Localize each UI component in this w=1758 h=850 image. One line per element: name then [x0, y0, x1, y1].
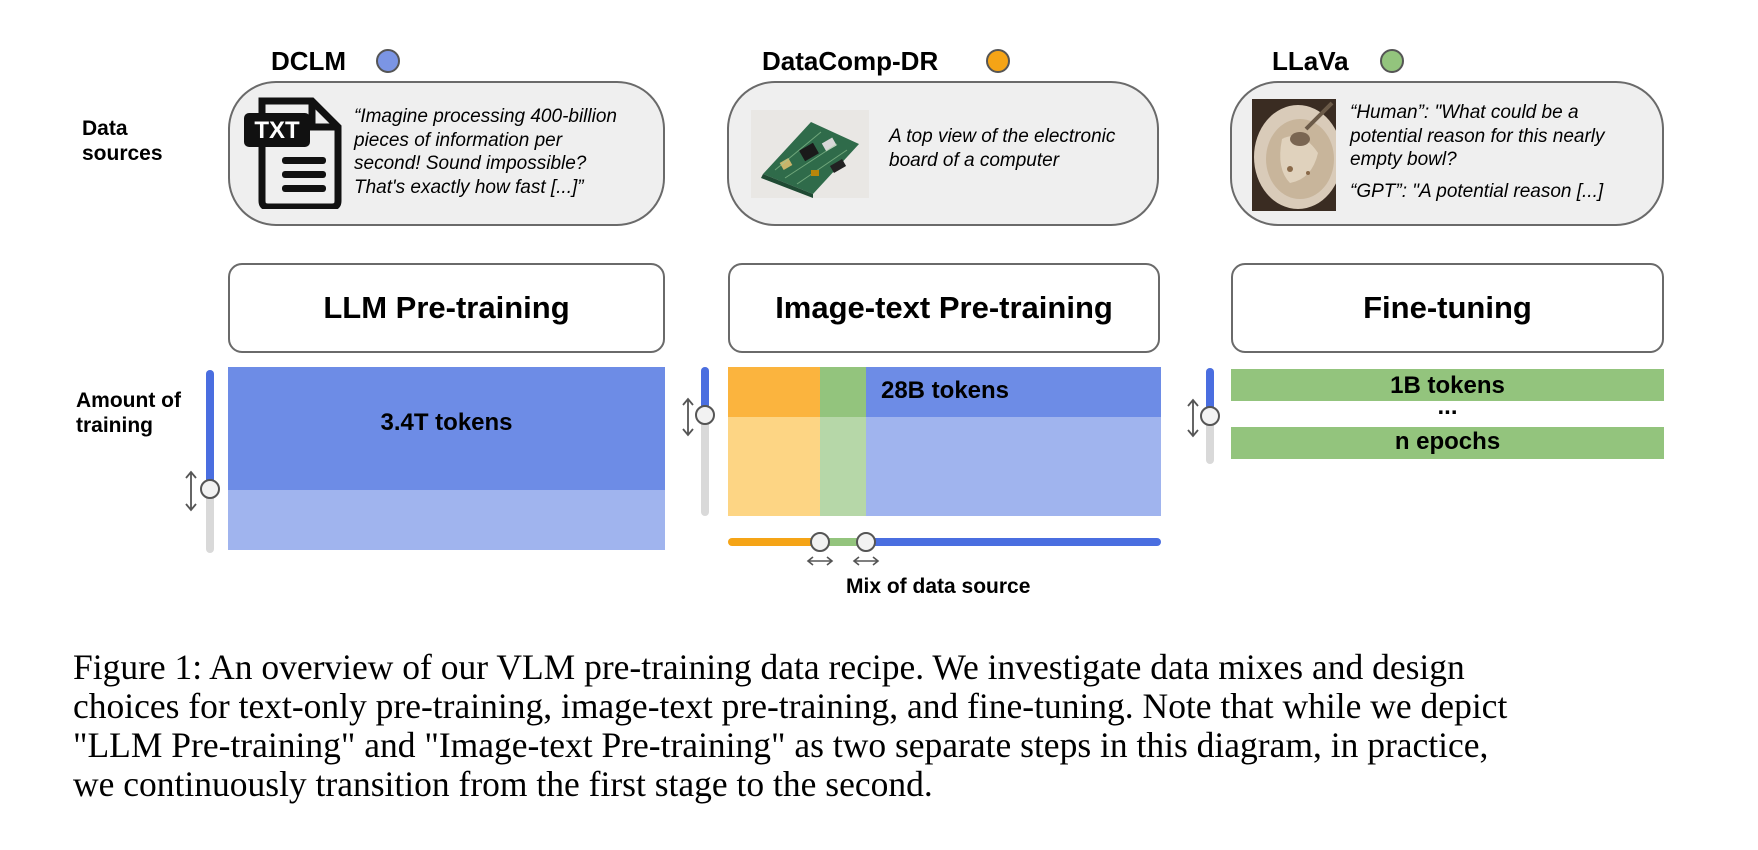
- mix-slider-handle-1[interactable]: [810, 532, 830, 552]
- datacomp-mix-segment: [728, 367, 820, 516]
- data-sources-label: Data sources: [82, 117, 163, 165]
- vertical-arrow-icon: [1187, 398, 1199, 438]
- mix-of-data-source-label: Mix of data source: [846, 575, 1031, 598]
- svg-text:TXT: TXT: [254, 117, 300, 144]
- amount-label-finetune-epochs: n epochs: [1394, 428, 1501, 455]
- training-slider-handle[interactable]: [1200, 406, 1220, 426]
- figure-caption: Figure 1: An overview of our VLM pre-tra…: [73, 647, 1508, 804]
- amount-label-finetune-tokens: 1B tokens: [1390, 372, 1505, 399]
- training-slider-handle[interactable]: [695, 405, 715, 425]
- datacomp-example-bubble: A top view of the electronic board of a …: [727, 81, 1159, 226]
- amount-label-finetune-ellipsis: ...: [1437, 393, 1458, 420]
- training-slider-fill: [701, 367, 709, 415]
- stage-fine-tuning: Fine-tuning: [1231, 263, 1664, 353]
- training-slider-fill: [1206, 368, 1214, 415]
- llava-example-text: “Human”: "What could be a potential reas…: [1350, 102, 1605, 202]
- mix-slider-blue: [866, 538, 1161, 546]
- source-title-dclm: DCLM: [271, 46, 347, 76]
- datacomp-example-text: A top view of the electronic board of a …: [889, 126, 1116, 171]
- llava-color-dot: [1380, 49, 1404, 73]
- mix-slider-handle-2[interactable]: [856, 532, 876, 552]
- dclm-example-text: “Imagine processing 400-billion pieces o…: [354, 106, 617, 198]
- vertical-arrow-icon: [185, 470, 197, 512]
- training-slider-fill: [206, 370, 214, 488]
- dclm-amount-bar-filled: [228, 367, 665, 490]
- dclm-example-bubble: TXT “Imagine processing 400-billion piec…: [228, 81, 665, 226]
- vertical-arrow-icon: [682, 397, 694, 437]
- stage-image-text-pretraining: Image-text Pre-training: [728, 263, 1160, 353]
- horizontal-arrow-icon: [852, 556, 880, 566]
- amount-label-image-text: 28B tokens: [880, 377, 1010, 404]
- stage-llm-pretraining: LLM Pre-training: [228, 263, 665, 353]
- dclm-color-dot: [376, 49, 400, 73]
- amount-label-llm: 3.4T tokens: [380, 409, 513, 436]
- empty-bowl-photo: [1252, 99, 1336, 211]
- amount-of-training-label: Amount of training: [76, 389, 181, 437]
- source-title-llava: LLaVa: [1272, 46, 1349, 76]
- finetune-epochs-bar: [1231, 427, 1664, 459]
- training-slider-track: [701, 367, 709, 516]
- datacomp-color-dot: [986, 49, 1010, 73]
- mix-slider-orange: [728, 538, 820, 546]
- llava-example-bubble: “Human”: "What could be a potential reas…: [1230, 81, 1664, 226]
- mix-slider-green: [820, 538, 866, 546]
- txt-file-icon: TXT: [244, 97, 342, 209]
- training-slider-handle[interactable]: [200, 479, 220, 499]
- llava-mix-segment: [820, 367, 866, 516]
- circuit-board-photo: [751, 110, 869, 198]
- horizontal-arrow-icon: [806, 556, 834, 566]
- source-title-datacomp: DataComp-DR: [762, 46, 939, 76]
- finetune-token-bar: [1231, 369, 1664, 401]
- dclm-mix-segment: [866, 367, 1161, 516]
